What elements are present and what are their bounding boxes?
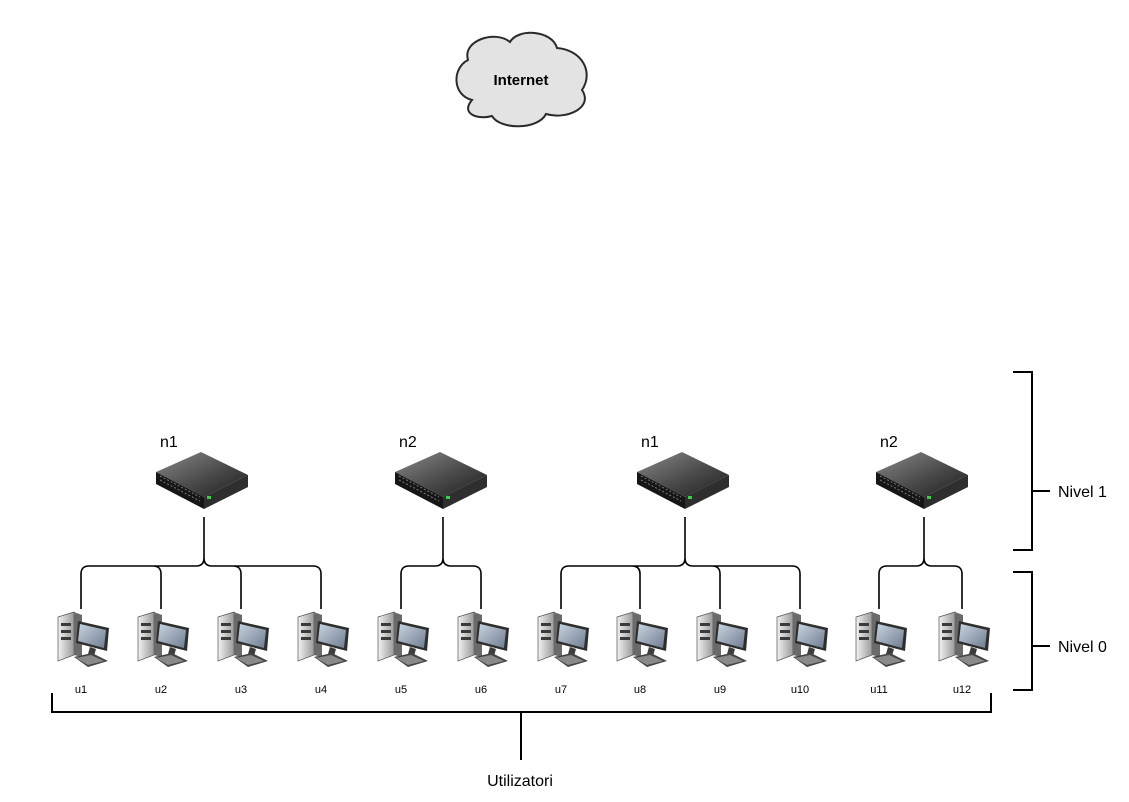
computer-u8: u8 bbox=[616, 611, 669, 696]
cloud-label: Internet bbox=[493, 72, 548, 89]
network-switch-icon bbox=[155, 451, 249, 510]
switch-label: n2 bbox=[399, 434, 417, 451]
computer-u9: u9 bbox=[696, 611, 749, 696]
users-label: Utilizatori bbox=[487, 773, 553, 790]
computer-icon bbox=[457, 611, 510, 668]
computer-icon bbox=[537, 611, 590, 668]
computer-u12: u12 bbox=[938, 611, 991, 696]
switch-3: n1 bbox=[636, 434, 730, 510]
computer-label: u7 bbox=[555, 684, 567, 696]
level-0-bracket bbox=[1013, 571, 1050, 691]
switch-layer: n1 n2 n1 n2 bbox=[155, 434, 969, 510]
computer-icon bbox=[137, 611, 190, 668]
switch-label: n2 bbox=[880, 434, 898, 451]
cloud-icon bbox=[455, 31, 588, 128]
computer-icon bbox=[616, 611, 669, 668]
switch-label: n1 bbox=[641, 434, 659, 451]
network-switch-icon bbox=[394, 451, 488, 510]
computer-label: u8 bbox=[634, 684, 646, 696]
cloud: Internet bbox=[455, 31, 588, 128]
network-switch-icon bbox=[875, 451, 969, 510]
computer-label: u11 bbox=[870, 684, 888, 696]
computer-label: u6 bbox=[475, 684, 487, 696]
computer-layer: u1 u2 u3 u4 u5 u6 u7 u8 u9 u10 u11 u12 bbox=[57, 611, 991, 696]
level-1-label: Nivel 1 bbox=[1058, 484, 1107, 501]
switch-1: n1 bbox=[155, 434, 249, 510]
computer-u11: u11 bbox=[855, 611, 908, 696]
computer-label: u2 bbox=[155, 684, 167, 696]
computer-u10: u10 bbox=[776, 611, 829, 696]
computer-u7: u7 bbox=[537, 611, 590, 696]
computer-label: u10 bbox=[791, 684, 809, 696]
switch-2-links bbox=[400, 517, 482, 609]
computer-label: u9 bbox=[714, 684, 726, 696]
computer-label: u5 bbox=[395, 684, 407, 696]
computer-icon bbox=[217, 611, 270, 668]
connection-lines bbox=[80, 517, 963, 609]
switch-1-links bbox=[80, 517, 322, 609]
computer-icon bbox=[57, 611, 110, 668]
network-switch-icon bbox=[636, 451, 730, 510]
computer-u5: u5 bbox=[377, 611, 430, 696]
computer-u6: u6 bbox=[457, 611, 510, 696]
computer-icon bbox=[297, 611, 350, 668]
computer-label: u4 bbox=[315, 684, 327, 696]
computer-label: u12 bbox=[953, 684, 971, 696]
switch-2: n2 bbox=[394, 434, 488, 510]
computer-u2: u2 bbox=[137, 611, 190, 696]
computer-icon bbox=[377, 611, 430, 668]
level-brackets bbox=[51, 371, 1050, 760]
computer-label: u1 bbox=[75, 684, 87, 696]
computer-icon bbox=[696, 611, 749, 668]
switch-4: n2 bbox=[875, 434, 969, 510]
switch-3-links bbox=[560, 517, 801, 609]
computer-icon bbox=[776, 611, 829, 668]
computer-u4: u4 bbox=[297, 611, 350, 696]
computer-u3: u3 bbox=[217, 611, 270, 696]
computer-icon bbox=[938, 611, 991, 668]
level-0-label: Nivel 0 bbox=[1058, 639, 1107, 656]
computer-label: u3 bbox=[235, 684, 247, 696]
level-1-bracket bbox=[1013, 371, 1050, 551]
switch-4-links bbox=[878, 517, 963, 609]
computer-u1: u1 bbox=[57, 611, 110, 696]
switch-label: n1 bbox=[160, 434, 178, 451]
computer-icon bbox=[855, 611, 908, 668]
users-bracket bbox=[51, 693, 992, 760]
